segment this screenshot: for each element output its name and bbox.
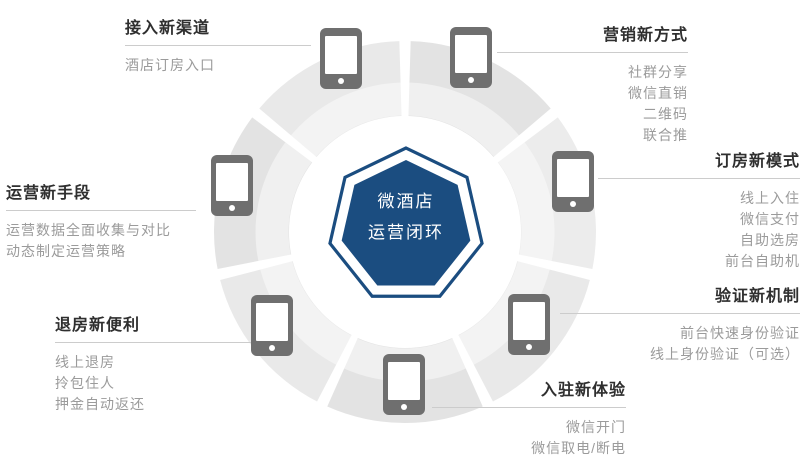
- phone-home-button: [468, 77, 474, 83]
- phone-screen: [256, 303, 288, 341]
- phone-icon: [383, 354, 425, 415]
- section-checkout-convenience: 退房新便利 线上退房 拎包住人 押金自动返还: [55, 316, 251, 415]
- phone-icon: [320, 28, 362, 89]
- section-title: 入驻新体验: [540, 382, 626, 399]
- phone-home-button: [570, 201, 576, 207]
- phone-screen: [513, 302, 545, 340]
- section-item: 微信开门: [566, 419, 626, 435]
- section-marketing: 营销新方式 社群分享 微信直销 二维码 联合推: [497, 26, 688, 146]
- ring-segment: [408, 41, 551, 158]
- section-divider: [125, 45, 311, 46]
- section-divider: [598, 178, 800, 179]
- section-divider: [6, 210, 196, 211]
- ring-segment: [259, 41, 402, 158]
- section-operation-methods: 运营新手段 运营数据全面收集与对比 动态制定运营策略: [6, 184, 196, 262]
- phone-home-button: [401, 404, 407, 410]
- section-item: 微信支付: [740, 211, 800, 227]
- section-divider: [497, 52, 688, 53]
- section-item: 二维码: [643, 106, 688, 122]
- phone-icon: [211, 155, 253, 216]
- section-item: 前台快速身份验证: [680, 325, 800, 341]
- phone-icon: [508, 294, 550, 355]
- phone-icon: [251, 295, 293, 356]
- section-verification: 验证新机制 前台快速身份验证 线上身份验证（可选）: [560, 287, 800, 365]
- heptagon-fill: [341, 160, 471, 286]
- section-item: 微信直销: [628, 85, 688, 101]
- section-title: 退房新便利: [55, 317, 141, 334]
- section-item: 拎包住人: [55, 375, 115, 391]
- phone-icon: [450, 27, 492, 88]
- center-label-line2: 运营闭环: [368, 223, 444, 242]
- phone-home-button: [269, 345, 275, 351]
- section-divider: [55, 342, 251, 343]
- phone-screen: [455, 35, 487, 73]
- section-item: 自助选房: [740, 232, 800, 248]
- section-access-channel: 接入新渠道 酒店订房入口: [125, 19, 311, 76]
- section-item: 动态制定运营策略: [6, 243, 126, 259]
- section-item: 线上退房: [55, 354, 115, 370]
- section-item: 前台自助机: [725, 253, 800, 269]
- phone-screen: [388, 362, 420, 400]
- phone-screen: [557, 159, 589, 197]
- center-heptagon-label: 微酒店 运营闭环: [326, 186, 486, 248]
- section-divider: [432, 407, 626, 408]
- section-item: 联合推: [643, 127, 688, 143]
- phone-home-button: [526, 344, 532, 350]
- section-item: 线上身份验证（可选）: [650, 346, 800, 362]
- section-divider: [560, 313, 800, 314]
- phone-icon: [552, 151, 594, 212]
- phone-home-button: [229, 205, 235, 211]
- section-item: 运营数据全面收集与对比: [6, 222, 171, 238]
- section-item: 线上入住: [740, 190, 800, 206]
- section-item: 社群分享: [628, 64, 688, 80]
- phone-screen: [325, 36, 357, 74]
- section-title: 验证新机制: [714, 288, 800, 305]
- section-title: 营销新方式: [602, 27, 688, 44]
- section-checkin-experience: 入驻新体验 微信开门 微信取电/断电: [432, 381, 626, 459]
- section-item: 酒店订房入口: [125, 57, 215, 73]
- section-booking-mode: 订房新模式 线上入住 微信支付 自助选房 前台自助机: [598, 152, 800, 272]
- section-title: 订房新模式: [714, 153, 800, 170]
- phone-home-button: [338, 78, 344, 84]
- section-item: 微信取电/断电: [531, 440, 626, 456]
- section-title: 运营新手段: [6, 185, 92, 202]
- section-title: 接入新渠道: [125, 20, 211, 37]
- section-item: 押金自动返还: [55, 396, 145, 412]
- phone-screen: [216, 163, 248, 201]
- center-label-line1: 微酒店: [377, 192, 435, 211]
